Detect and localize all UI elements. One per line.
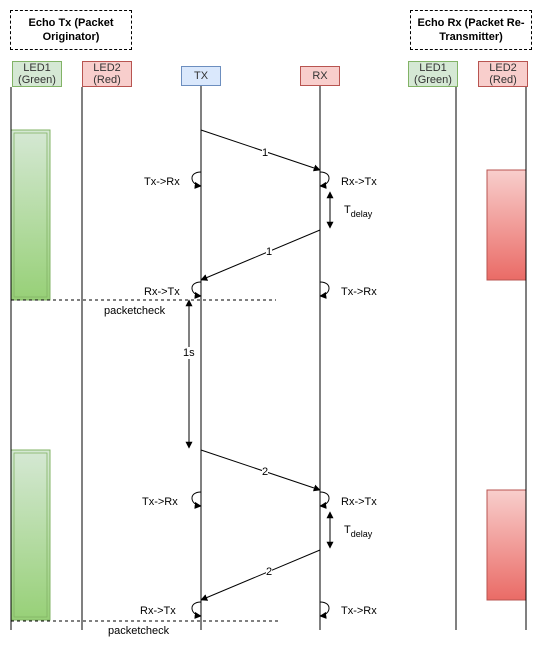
msg2-tx-to-rx bbox=[200, 449, 321, 492]
packetcheck-label-1: packetcheck bbox=[104, 305, 166, 317]
self-loop-tx-2 bbox=[191, 281, 202, 299]
led2-right-block-2 bbox=[486, 489, 527, 601]
tx-state-label-3: Tx->Rx bbox=[142, 496, 178, 508]
header-led2-right-line2: (Red) bbox=[489, 74, 517, 86]
msg1-rx-to-tx bbox=[200, 229, 321, 281]
header-led2-left: LED2 (Red) bbox=[82, 61, 132, 87]
self-loop-tx-3 bbox=[191, 491, 202, 509]
rx-state-label-4: Tx->Rx bbox=[341, 605, 377, 617]
tdelay-label-2: Tdelay bbox=[344, 524, 373, 539]
msg2-rx-to-tx bbox=[200, 549, 321, 601]
rx-state-label-1: Rx->Tx bbox=[341, 176, 377, 188]
header-led1-right-line1: LED1 bbox=[419, 62, 447, 74]
header-led2-right: LED2 (Red) bbox=[478, 61, 528, 87]
led2-right-block-1 bbox=[486, 169, 527, 281]
self-loop-rx-3 bbox=[319, 491, 330, 509]
packetcheck-label-2: packetcheck bbox=[108, 625, 170, 637]
tx-state-label-1: Tx->Rx bbox=[144, 176, 180, 188]
self-loop-rx-2 bbox=[319, 281, 330, 299]
header-led1-right: LED1 (Green) bbox=[408, 61, 458, 87]
title-echo-rx: Echo Rx (Packet Re-Transmitter) bbox=[410, 10, 532, 50]
tx-state-label-4: Rx->Tx bbox=[140, 605, 176, 617]
msg2-label-out: 2 bbox=[262, 466, 269, 478]
self-loop-tx-1 bbox=[191, 171, 202, 189]
msg1-label-out: 1 bbox=[262, 147, 269, 159]
header-rx-text: RX bbox=[312, 70, 328, 82]
self-loop-rx-4 bbox=[319, 601, 330, 619]
rx-state-label-3: Rx->Tx bbox=[341, 496, 377, 508]
led1-left-block-2 bbox=[10, 449, 51, 621]
self-loop-rx-1 bbox=[319, 171, 330, 189]
header-led1-left-line2: (Green) bbox=[18, 74, 56, 86]
header-tx-text: TX bbox=[193, 70, 209, 82]
header-rx: RX bbox=[300, 66, 340, 86]
tdelay-label-1: Tdelay bbox=[344, 204, 373, 219]
title-echo-tx-text: Echo Tx (Packet Originator) bbox=[28, 17, 114, 43]
header-led1-left: LED1 (Green) bbox=[12, 61, 62, 87]
led1-left-block-1 bbox=[10, 129, 51, 301]
msg1-tx-to-rx bbox=[200, 129, 321, 172]
self-loop-tx-4 bbox=[191, 601, 202, 619]
rx-state-label-2: Tx->Rx bbox=[341, 286, 377, 298]
one-second-label: 1s bbox=[183, 347, 195, 359]
tdelay-label-2-sub: delay bbox=[350, 529, 373, 539]
header-led2-right-line1: LED2 bbox=[489, 62, 517, 74]
title-echo-tx: Echo Tx (Packet Originator) bbox=[10, 10, 132, 50]
header-led2-left-line1: LED2 bbox=[93, 62, 121, 74]
msg1-label-back: 1 bbox=[266, 246, 273, 258]
tx-state-label-2: Rx->Tx bbox=[144, 286, 180, 298]
header-led1-right-line2: (Green) bbox=[414, 74, 452, 86]
msg2-label-back: 2 bbox=[266, 566, 273, 578]
header-led2-left-line2: (Red) bbox=[93, 74, 121, 86]
header-tx: TX bbox=[181, 66, 221, 86]
title-echo-rx-text: Echo Rx (Packet Re-Transmitter) bbox=[417, 17, 525, 43]
self-loops bbox=[191, 171, 330, 619]
tdelay-label-1-main: T bbox=[344, 204, 351, 216]
tdelay-label-2-main: T bbox=[344, 524, 351, 536]
tdelay-label-1-sub: delay bbox=[350, 209, 373, 219]
header-led1-left-line1: LED1 bbox=[23, 62, 51, 74]
